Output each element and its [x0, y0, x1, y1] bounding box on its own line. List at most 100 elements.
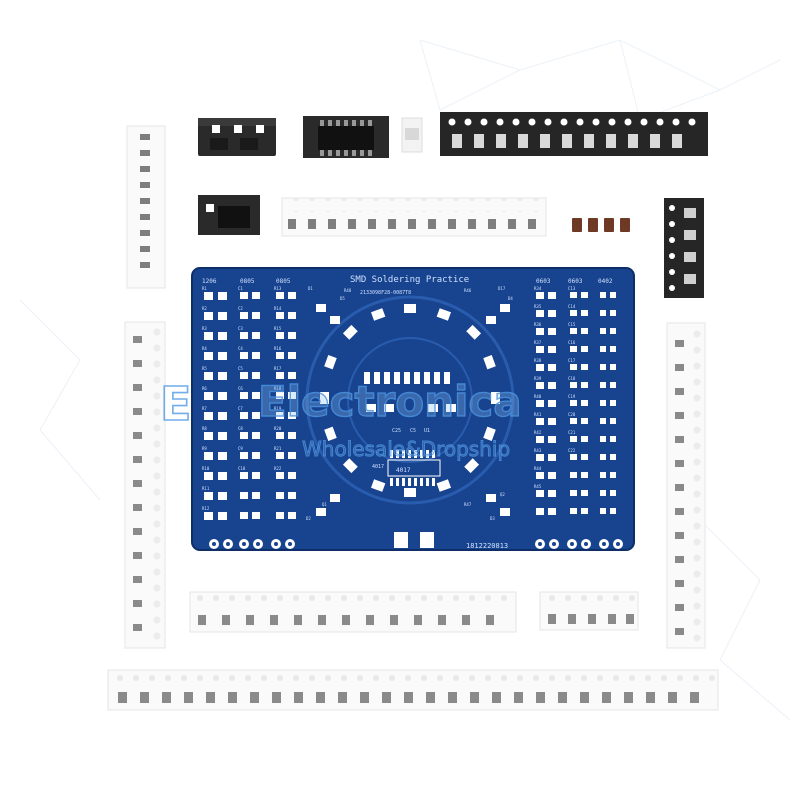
center-pads [364, 372, 456, 412]
pcb-col-0603-b: 0603 [568, 278, 583, 285]
pcb-label-r45: R45 [534, 484, 542, 489]
watermark-tagline: Wholesale&Dropship [302, 437, 510, 461]
pcb-serial: 1812220813 [466, 542, 508, 550]
watermark-brand: Electronica [258, 377, 522, 426]
pcb-label-c2: C2 [238, 306, 243, 311]
pcb-label-c9: C9 [238, 446, 243, 451]
pcb-col-0805-b: 0805 [276, 278, 291, 285]
pcb-label-r14: R14 [274, 306, 282, 311]
white-tape-left-long [124, 321, 166, 649]
white-tape-right-long [666, 322, 706, 649]
pcb-label-c19: C19 [568, 394, 576, 399]
pcb-label-r20: R20 [274, 426, 282, 431]
pcb-label-q2: Q2 [500, 492, 505, 497]
pcb-label-r18: R18 [274, 386, 282, 391]
pcb-label-c1: C1 [238, 286, 243, 291]
white-tape-bottom-1 [189, 591, 517, 633]
ic-footprint [387, 450, 441, 486]
pcb-label-r2: R2 [202, 306, 207, 311]
pcb-ic-label: 4017 [396, 467, 411, 474]
pcb-col-0603-a: 0603 [536, 278, 551, 285]
pcb-label-q1: Q1 [322, 502, 327, 507]
pcb-label-c7: C7 [238, 406, 243, 411]
pcb-col-0805-a: 0805 [240, 278, 255, 285]
pcb-label-r40: R40 [534, 394, 542, 399]
pcb-label-c5-center: C5 [410, 428, 416, 434]
pcb-label-r48: R48 [344, 288, 352, 293]
pcb-code: 2133098F28-0087T8 [360, 290, 411, 296]
pcb-label-r47: R47 [464, 502, 472, 507]
pcb-label-r41: R41 [534, 412, 542, 417]
pcb-col-0402: 0402 [598, 278, 613, 285]
black-tape-top [440, 112, 708, 156]
pcb-label-c17: C17 [568, 358, 576, 363]
pcb-label-r16: R16 [274, 346, 282, 351]
pcb-label-r10: R10 [202, 466, 210, 471]
pcb-col-1206: 1206 [202, 278, 217, 285]
right-pad-columns [536, 292, 616, 515]
pcb-label-r12: R12 [202, 506, 210, 511]
pcb-label-r7: R7 [202, 406, 207, 411]
pcb-label-c6: C6 [238, 386, 243, 391]
pcb-silkscreen: SMD Soldering Practice 2133098F28-0087T8… [202, 275, 613, 550]
pcb-label-r6: R6 [202, 386, 207, 391]
pcb-label-d3: D3 [490, 516, 495, 521]
pcb-title: SMD Soldering Practice [350, 275, 469, 285]
pcb-label-c21: C21 [568, 430, 576, 435]
loose-resistors [572, 218, 630, 232]
pcb-label-d1: D1 [308, 286, 313, 291]
pcb-label-c15: C15 [568, 322, 576, 327]
pcb-label-c25: C25 [392, 428, 401, 434]
white-tape-left-top [126, 125, 166, 289]
white-tape-bottom-2 [539, 591, 639, 631]
soic-ic-1 [303, 116, 389, 158]
pcb-label-d17: D17 [498, 286, 506, 291]
led-pads [320, 304, 500, 497]
pcb-label-r36: R36 [534, 322, 542, 327]
left-pad-columns [204, 292, 296, 520]
pcb-label-c4: C4 [238, 346, 243, 351]
pcb-label-r46: R46 [464, 288, 472, 293]
pcb-label-r42: R42 [534, 430, 542, 435]
pcb-label-c13: C13 [568, 286, 576, 291]
pcb-label-r35: R35 [534, 304, 542, 309]
pcb-label-r15: R15 [274, 326, 282, 331]
pcb-label-r11: R11 [202, 486, 210, 491]
pcb-board [191, 267, 635, 551]
pcb-label-4017: 4017 [372, 464, 384, 470]
black-tape-right [664, 198, 704, 298]
pcb-label-r21: R21 [274, 446, 282, 451]
pcb-label-r22: R22 [274, 466, 282, 471]
through-holes [209, 532, 623, 549]
pcb-label-r19: R19 [274, 406, 282, 411]
pcb-label-c8: C8 [238, 426, 243, 431]
pcb-label-r8: R8 [202, 426, 207, 431]
pcb-label-c16: C16 [568, 340, 576, 345]
white-tape-mid [281, 197, 547, 237]
pcb-label-d2: D2 [306, 516, 311, 521]
pcb-label-r34: R34 [534, 286, 542, 291]
pcb-label-c14: C14 [568, 304, 576, 309]
sop-ic-2 [198, 195, 260, 235]
pcb-label-r4: R4 [202, 346, 207, 351]
pcb-label-r37: R37 [534, 340, 542, 345]
pcb-label-r38: R38 [534, 358, 542, 363]
pcb-label-d5: D5 [340, 296, 345, 301]
watermark-logo-mark: E [160, 377, 191, 431]
pcb-label-c3: C3 [238, 326, 243, 331]
pcb-label-r44: R44 [534, 466, 542, 471]
pcb-label-c18: C18 [568, 376, 576, 381]
sot-ic-1 [198, 118, 276, 156]
pcb-label-c22: C22 [568, 448, 576, 453]
pcb-label-r39: R39 [534, 376, 542, 381]
pcb-label-u1: U1 [424, 428, 430, 434]
pcb-label-r17: R17 [274, 366, 282, 371]
pcb-label-c20: C20 [568, 412, 576, 417]
corner-pads [316, 304, 510, 516]
pcb-label-r9: R9 [202, 446, 207, 451]
pcb-label-r1: R1 [202, 286, 207, 291]
white-chip [401, 117, 423, 153]
pcb-label-c5: C5 [238, 366, 243, 371]
pcb-label-c10: C10 [238, 466, 246, 471]
